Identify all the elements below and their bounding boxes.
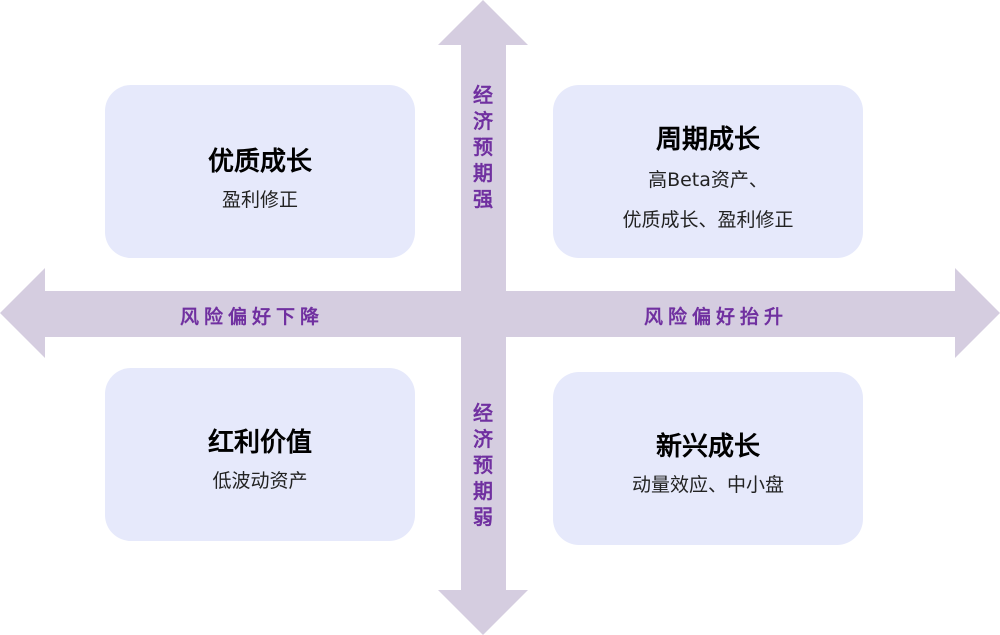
quadrant-desc: 动量效应、中小盘	[631, 474, 784, 496]
quadrant-title: 红利价值	[207, 428, 312, 458]
quadrant-title: 优质成长	[207, 147, 312, 177]
quadrant-top-right: 周期成长 高Beta资产、 优质成长、盈利修正	[553, 85, 863, 258]
quadrant-title: 周期成长	[655, 125, 760, 155]
quadrant-desc: 低波动资产	[212, 470, 308, 492]
quadrant-desc: 高Beta资产、	[648, 169, 768, 191]
axis-label-up: 经济预期强	[473, 83, 493, 211]
axis-label-right: 风险偏好抬升	[644, 306, 789, 328]
axis-label-left: 风险偏好下降	[180, 306, 325, 328]
quadrant-top-left: 优质成长 盈利修正	[105, 85, 415, 258]
quadrant-bottom-right: 新兴成长 动量效应、中小盘	[553, 372, 863, 545]
vertical-arrow	[438, 0, 528, 635]
quadrant-title: 新兴成长	[655, 432, 760, 462]
quadrant-desc: 盈利修正	[221, 189, 298, 211]
axis-label-down: 经济预期弱	[473, 401, 493, 529]
quadrant-bottom-left: 红利价值 低波动资产	[105, 368, 415, 541]
quadrant-desc: 优质成长、盈利修正	[622, 209, 794, 231]
